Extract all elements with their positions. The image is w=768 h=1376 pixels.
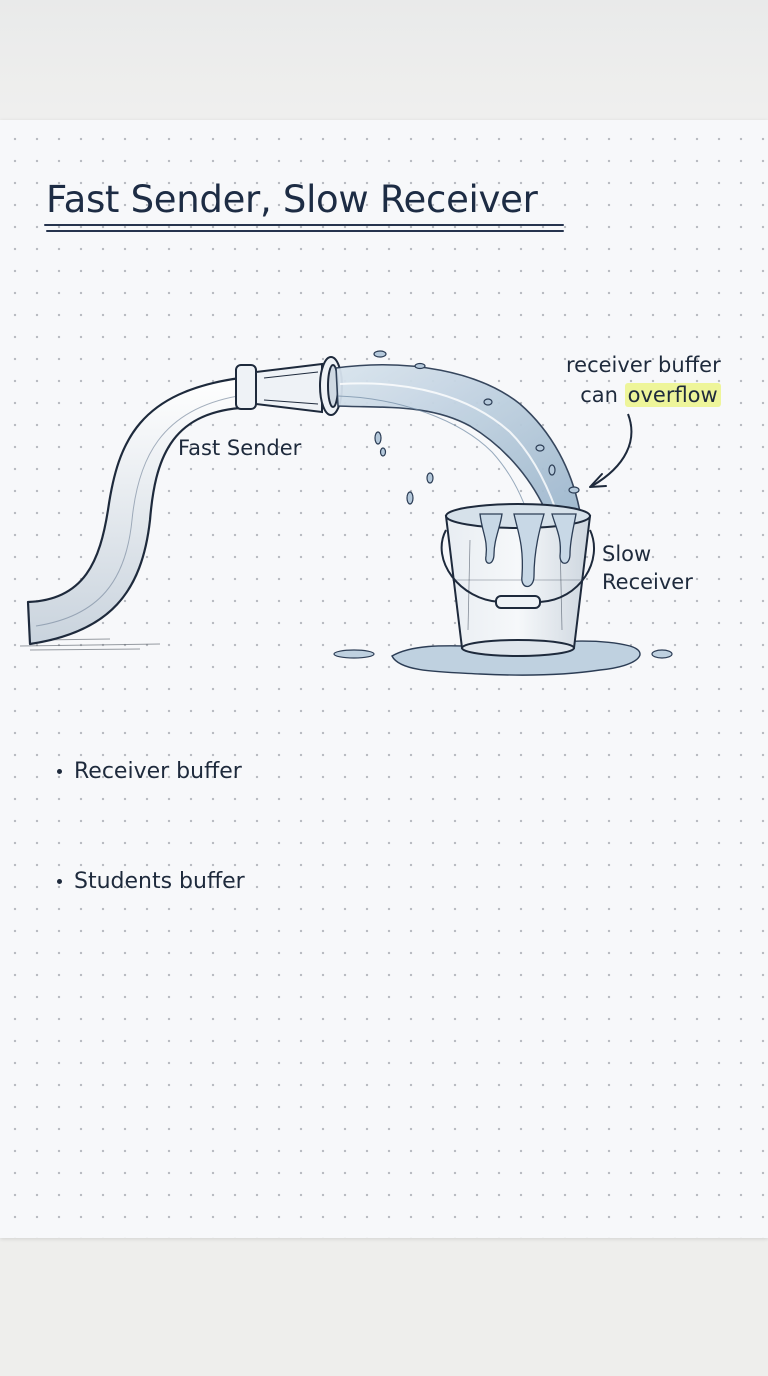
overflow-callout: receiver buffer can overflow bbox=[566, 350, 721, 410]
hose-icon bbox=[26, 376, 242, 646]
overflow-highlight: overflow bbox=[624, 383, 721, 407]
list-item: Receiver buffer bbox=[54, 756, 245, 788]
callout-arrow bbox=[591, 413, 633, 487]
water-stream-icon bbox=[335, 364, 581, 517]
callout-line-2: can overflow bbox=[566, 380, 721, 410]
title-underline bbox=[44, 224, 564, 226]
bullet-text: Students buffer bbox=[74, 869, 245, 894]
fast-sender-label: Fast Sender bbox=[178, 436, 302, 460]
callout-line-2-prefix: can bbox=[580, 383, 618, 407]
slow-receiver-label: Slow Receiver bbox=[602, 540, 693, 596]
bullet-text: Receiver buffer bbox=[74, 759, 242, 784]
hose-coupling-icon bbox=[235, 356, 343, 416]
title-underline-second bbox=[46, 230, 564, 232]
overflow-drips bbox=[479, 513, 577, 588]
callout-line-1: receiver buffer bbox=[566, 353, 721, 377]
water-droplets bbox=[373, 350, 580, 505]
dot-grid-paper bbox=[0, 120, 768, 1238]
slow-receiver-line-2: Receiver bbox=[602, 570, 693, 594]
page-title: Fast Sender, Slow Receiver bbox=[46, 178, 538, 221]
slow-receiver-line-1: Slow bbox=[602, 542, 652, 566]
hose-bucket-illustration bbox=[19, 350, 673, 676]
bullet-dot-icon bbox=[57, 879, 62, 884]
list-item: Students buffer bbox=[54, 866, 245, 898]
bullet-list: Receiver buffer Students buffer bbox=[54, 756, 245, 976]
bullet-dot-icon bbox=[57, 769, 62, 774]
